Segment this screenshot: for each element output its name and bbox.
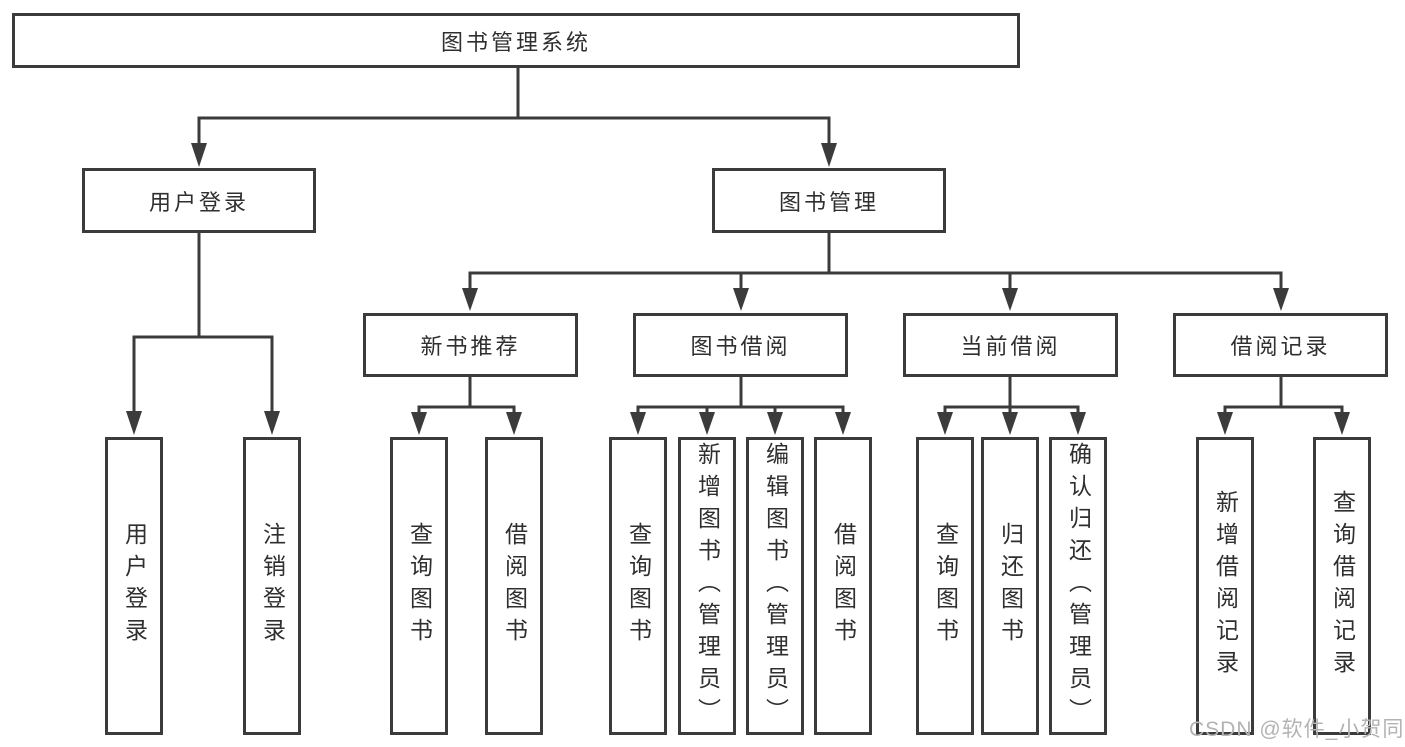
node-label: 查询图书: [406, 522, 433, 650]
connector-current-borrow-children: [943, 375, 1080, 420]
leaf-add-book-admin: 新增图书（管理员）: [678, 437, 736, 735]
node-label: 借阅图书: [501, 522, 528, 650]
connector-borrow-records-children: [1223, 375, 1344, 420]
leaf-query-books-3: 查询图书: [916, 437, 974, 735]
leaf-logout: 注销登录: [243, 437, 301, 735]
node-label: 图书管理系统: [440, 29, 591, 55]
arrowhead-edit-book-admin: [767, 412, 783, 435]
arrowhead-leaf-logout: [264, 411, 280, 435]
arrowhead-book-borrow: [733, 288, 749, 311]
node-label: 归还图书: [997, 522, 1024, 650]
connector-book-borrow-children: [636, 375, 845, 420]
node-label: 新增图书（管理员）: [694, 442, 721, 730]
node-label: 用户登录: [121, 522, 148, 650]
node-label: 确认归还（管理员）: [1065, 442, 1092, 730]
arrowhead-borrow-records: [1273, 288, 1289, 311]
node-borrow-records: 借阅记录: [1173, 313, 1388, 377]
node-label: 当前借阅: [960, 334, 1061, 359]
leaf-borrow-books-2: 借阅图书: [814, 437, 872, 735]
node-label: 新书推荐: [420, 334, 521, 359]
arrowhead-add-borrow-record: [1217, 412, 1233, 435]
node-label: 借阅图书: [830, 522, 857, 650]
leaf-query-books-2: 查询图书: [609, 437, 667, 735]
node-label: 新增借阅记录: [1212, 490, 1239, 682]
leaf-user-login: 用户登录: [105, 437, 163, 735]
arrowhead-new-book-recommend: [462, 288, 478, 311]
node-label: 用户登录: [148, 189, 249, 215]
node-current-borrow: 当前借阅: [903, 313, 1118, 377]
node-label: 借阅记录: [1230, 334, 1331, 359]
leaf-add-borrow-record: 新增借阅记录: [1196, 437, 1254, 735]
arrowhead-query-books-2: [630, 412, 646, 435]
node-label: 查询图书: [932, 522, 959, 650]
node-label: 编辑图书（管理员）: [762, 442, 789, 730]
arrowhead-query-borrow-record: [1334, 412, 1350, 435]
node-book-borrow: 图书借阅: [633, 313, 848, 377]
node-book-management: 图书管理: [712, 168, 946, 233]
arrowhead-query-books-1: [411, 412, 427, 435]
csdn-watermark: CSDN @软件_小贺同学: [1189, 718, 1405, 741]
leaf-confirm-return-admin: 确认归还（管理员）: [1049, 437, 1107, 735]
node-user-login: 用户登录: [82, 168, 316, 233]
arrowhead-borrow-books-1: [506, 412, 522, 435]
leaf-edit-book-admin: 编辑图书（管理员）: [746, 437, 804, 735]
node-label: 注销登录: [259, 522, 286, 650]
arrowhead-return-book: [1002, 412, 1018, 435]
connector-user-login-children: [132, 231, 274, 422]
node-label: 图书管理: [778, 189, 879, 215]
connector-book-management-children: [468, 232, 1283, 296]
node-label: 图书借阅: [690, 334, 791, 359]
arrowhead-leaf-user-login: [126, 411, 142, 435]
arrowhead-user-login: [191, 143, 207, 167]
leaf-borrow-books-1: 借阅图书: [485, 437, 543, 735]
arrowhead-current-borrow: [1002, 288, 1018, 311]
connector-root-to-level2: [197, 65, 831, 152]
arrowhead-query-books-3: [937, 412, 953, 435]
leaf-return-book: 归还图书: [981, 437, 1039, 735]
arrowhead-confirm-return-admin: [1070, 412, 1086, 435]
node-library-management-system: 图书管理系统: [12, 13, 1020, 68]
leaf-query-books-1: 查询图书: [390, 437, 448, 735]
arrowhead-borrow-books-2: [835, 412, 851, 435]
arrowhead-book-management: [821, 143, 837, 167]
connector-new-book-recommend-children: [417, 375, 516, 420]
node-label: 查询图书: [625, 522, 652, 650]
arrowhead-add-book-admin: [699, 412, 715, 435]
node-new-book-recommend: 新书推荐: [363, 313, 578, 377]
node-label: 查询借阅记录: [1329, 490, 1356, 682]
leaf-query-borrow-record: 查询借阅记录: [1313, 437, 1371, 735]
